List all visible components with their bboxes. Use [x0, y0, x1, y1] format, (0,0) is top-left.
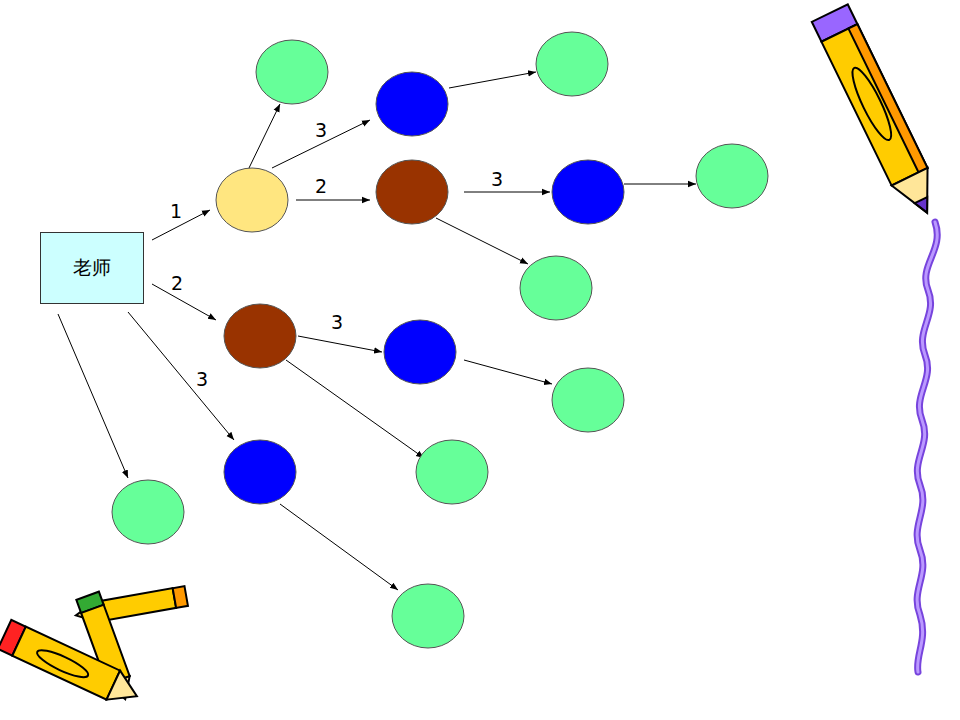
blue-circle: [552, 160, 624, 224]
pencil-tip: [107, 671, 144, 711]
arrow-line: [464, 192, 550, 193]
green-circle: [552, 368, 624, 432]
blue-circle: [384, 320, 456, 384]
pencil-tip: [892, 168, 945, 221]
green-circle: [112, 480, 184, 544]
ribbon-edge: [917, 222, 937, 672]
arrow-line: [272, 120, 370, 168]
brown-circle: [376, 160, 448, 224]
pencil-lead: [915, 197, 934, 216]
circles: [112, 32, 768, 648]
pencil-eraser: [173, 586, 188, 608]
brown-circle: [224, 304, 296, 368]
green-circle: [392, 584, 464, 648]
arrow-line: [298, 336, 382, 352]
blue-circle: [376, 72, 448, 136]
green-circle: [256, 40, 328, 104]
pencil-decor: [34, 646, 91, 682]
green-circle: [696, 144, 768, 208]
ribbon-core: [917, 222, 937, 672]
pencil-icon: [812, 4, 945, 221]
pencil-body: [821, 24, 927, 185]
arrow-line: [152, 284, 216, 320]
arrow-line: [249, 104, 280, 168]
arrow-line: [464, 360, 552, 384]
arrows: [58, 72, 696, 590]
arrow-line: [296, 200, 370, 201]
arrow-line: [624, 184, 696, 185]
edge-number: 2: [315, 175, 327, 197]
yellow-circle: [216, 168, 288, 232]
squiggle-ribbon: [917, 222, 937, 672]
green-circle: [416, 440, 488, 504]
arrow-line: [280, 504, 398, 590]
arrow-line: [58, 314, 128, 478]
arrow-line: [449, 72, 536, 88]
arrow-line: [436, 218, 528, 264]
edge-number: 3: [491, 168, 503, 190]
green-circle: [520, 256, 592, 320]
teacher-box: 老师: [40, 232, 144, 304]
edge-number: 1: [170, 200, 182, 222]
edge-number: 2: [171, 272, 183, 294]
node-label: 老师: [73, 255, 111, 281]
edge-number: 3: [196, 368, 208, 390]
blue-circle: [224, 440, 296, 504]
green-circle: [536, 32, 608, 96]
pencil-icon: [0, 620, 144, 711]
edge-number: 3: [331, 311, 343, 333]
pencil-body: [12, 627, 120, 700]
edge-number: 3: [315, 119, 327, 141]
pencil-decor: [846, 64, 897, 144]
arrow-line: [128, 312, 234, 440]
